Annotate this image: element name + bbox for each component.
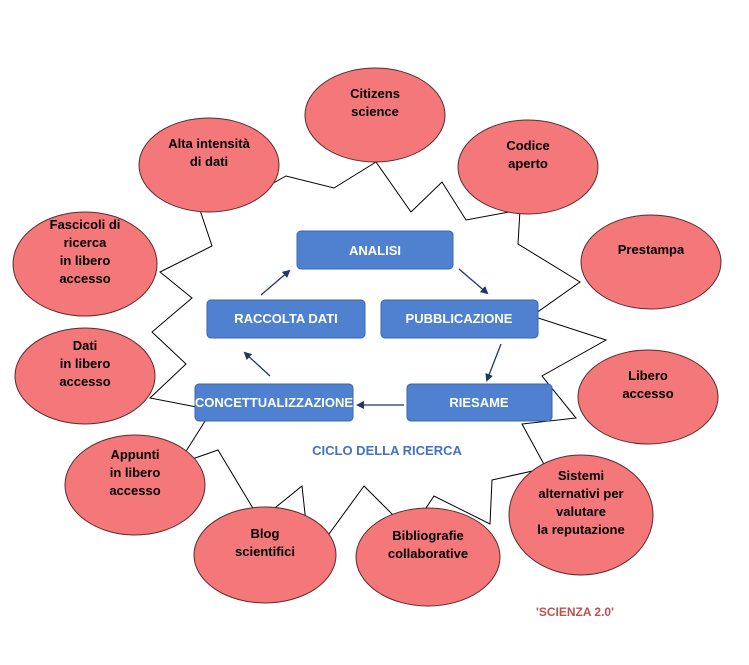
ellipse-shape bbox=[12, 211, 158, 317]
ellipse-label-line: ricerca bbox=[64, 235, 107, 250]
step-box bbox=[206, 299, 366, 339]
ellipse-shape bbox=[193, 506, 337, 604]
step-label: CONCETTUALIZZAZIONE bbox=[195, 395, 353, 410]
ellipse-shape bbox=[14, 327, 156, 425]
ellipse-label-line: alternativi per bbox=[538, 486, 623, 501]
arrow-raccolta-to-analisi bbox=[260, 269, 291, 296]
ellipse-libero-accesso: Libero accesso bbox=[577, 349, 719, 445]
step-box bbox=[194, 383, 354, 422]
star-outline bbox=[148, 161, 608, 562]
ellipse-prestampa: Prestampa bbox=[580, 214, 722, 310]
ellipse-shape bbox=[508, 454, 654, 576]
ellipse-label-line: scientifici bbox=[235, 544, 295, 559]
ellipse-label: Alta intensità di dati bbox=[168, 136, 250, 169]
ellipse-label-line: accesso bbox=[59, 374, 110, 389]
ellipse-label-line: Fascicoli di bbox=[50, 217, 121, 232]
ellipse-label-line: Appunti bbox=[110, 447, 159, 462]
step-box bbox=[380, 299, 539, 339]
ellipse-label-line: valutare bbox=[556, 504, 606, 519]
ellipse-appunti: Appunti in libero accesso bbox=[64, 434, 206, 536]
ellipse-shape bbox=[304, 67, 446, 163]
ellipse-shape bbox=[580, 214, 722, 310]
step-label: ANALISI bbox=[349, 243, 401, 258]
ellipse-label: Codice aperto bbox=[506, 138, 549, 171]
ellipse-label: Appunti in libero accesso bbox=[109, 447, 160, 498]
ellipse-label: Dati in libero accesso bbox=[59, 338, 110, 389]
cycle-title: CICLO DELLA RICERCA bbox=[312, 443, 462, 458]
ellipse-label-line: Citizens bbox=[350, 86, 400, 101]
ellipse-shape bbox=[457, 119, 599, 215]
ellipse-label-line: accesso bbox=[622, 386, 673, 401]
ellipse-shape bbox=[577, 349, 719, 445]
ellipse-shape bbox=[355, 507, 501, 607]
ellipse-label-line: Alta intensità bbox=[168, 136, 250, 151]
arrow-pubblicazione-to-riesame bbox=[485, 343, 502, 382]
ellipse-label-line: science bbox=[351, 104, 399, 119]
ellipse-label-line: di dati bbox=[190, 154, 228, 169]
cycle-step-raccolta-dati: RACCOLTA DATI bbox=[206, 299, 366, 339]
step-label: RIESAME bbox=[449, 395, 509, 410]
ellipse-codice-aperto: Codice aperto bbox=[457, 119, 599, 215]
ellipse-label: Bibliografie collaborative bbox=[388, 528, 468, 561]
ellipse-label-line: Codice bbox=[506, 138, 549, 153]
ellipse-fascicoli: Fascicoli di ricerca in libero accesso bbox=[12, 211, 158, 317]
ellipse-label: Blog scientifici bbox=[235, 526, 295, 559]
ellipse-label-line: in libero bbox=[60, 356, 111, 371]
ellipse-label-line: la reputazione bbox=[537, 522, 624, 537]
ellipse-label-line: Libero bbox=[628, 368, 668, 383]
ellipse-label-line: Blog bbox=[251, 526, 280, 541]
cycle-step-riesame: RIESAME bbox=[406, 383, 553, 422]
ellipse-label-line: Dati bbox=[73, 338, 98, 353]
ellipse-citizens-science: Citizens science bbox=[304, 67, 446, 163]
step-label: RACCOLTA DATI bbox=[234, 311, 338, 326]
ellipse-alta-intensita: Alta intensità di dati bbox=[138, 117, 280, 213]
ellipse-bibliografie: Bibliografie collaborative bbox=[355, 507, 501, 607]
ellipse-label-line: in libero bbox=[110, 465, 161, 480]
step-box bbox=[296, 230, 454, 270]
ellipse-blog-scientifici: Blog scientifici bbox=[193, 506, 337, 604]
step-label: PUBBLICAZIONE bbox=[406, 311, 513, 326]
ellipse-shape bbox=[64, 434, 206, 536]
ellipse-label: Sistemi alternativi per valutare la reputaz… bbox=[537, 468, 624, 537]
ellipse-dati-libero: Dati in libero accesso bbox=[14, 327, 156, 425]
ellipse-label-line: Sistemi bbox=[558, 468, 604, 483]
arrow-analisi-to-pubblicazione bbox=[458, 268, 489, 295]
ellipse-label-line: Prestampa bbox=[618, 242, 685, 257]
ellipse-label: Prestampa bbox=[618, 242, 685, 257]
ellipse-label-line: Bibliografie bbox=[392, 528, 464, 543]
arrow-concettualizzazione-to-raccolta bbox=[243, 351, 271, 377]
ellipse-label-line: aperto bbox=[508, 156, 548, 171]
ellipse-label: Citizens science bbox=[350, 86, 400, 119]
cycle-step-concettualizzazione: CONCETTUALIZZAZIONE bbox=[194, 383, 354, 422]
ellipse-shape bbox=[138, 117, 280, 213]
ellipse-label: Libero accesso bbox=[622, 368, 673, 401]
ellipse-label-line: in libero bbox=[60, 253, 111, 268]
cycle-step-analisi: ANALISI bbox=[296, 230, 454, 270]
ellipse-label-line: accesso bbox=[59, 271, 110, 286]
ellipse-label: Fascicoli di ricerca in libero accesso bbox=[50, 217, 121, 286]
ellipse-label-line: accesso bbox=[109, 483, 160, 498]
credit-label: 'SCIENZA 2.0' bbox=[536, 605, 614, 619]
ellipse-sistemi-alternativi: Sistemi alternativi per valutare la reputaz… bbox=[508, 454, 654, 576]
cycle-step-pubblicazione: PUBBLICAZIONE bbox=[380, 299, 539, 339]
ellipse-label-line: collaborative bbox=[388, 546, 468, 561]
step-box bbox=[406, 383, 553, 422]
